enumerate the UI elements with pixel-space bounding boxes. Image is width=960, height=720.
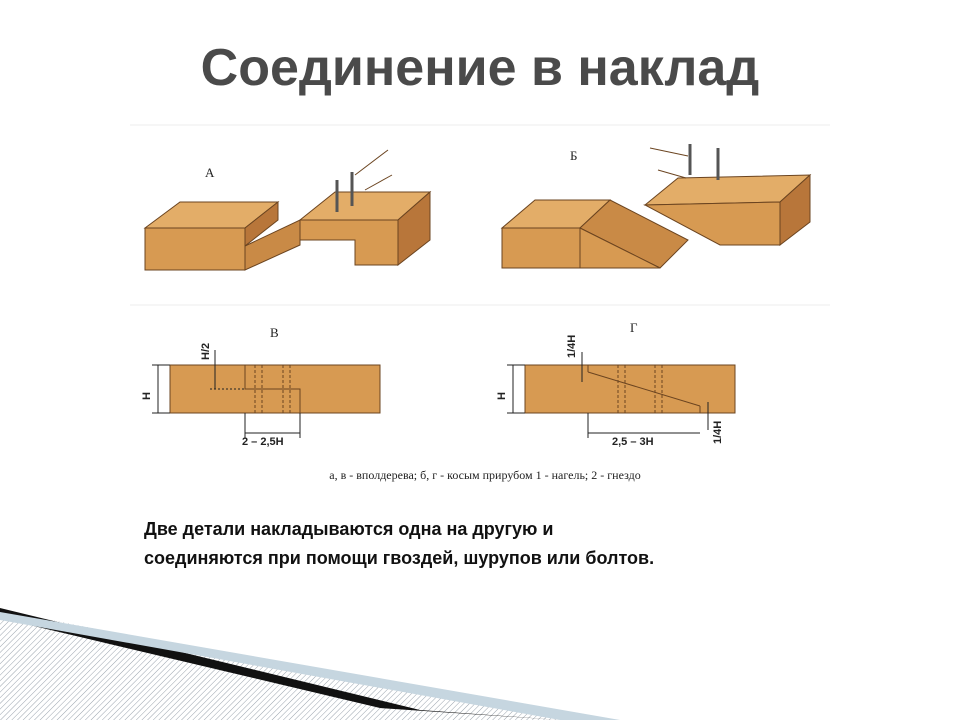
dim-quarter-bottom: 1/4Н [712, 420, 724, 444]
body-line-1: Две детали накладываются одна на другую … [144, 519, 554, 539]
dim-length-g: 2,5 – 3Н [612, 436, 654, 448]
dim-h2: Н/2 [200, 342, 212, 360]
body-text: Две детали накладываются одна на другую … [144, 515, 864, 573]
joint-figure: А Б В Г Н Н/2 2 – 2,5Н Н 1/4Н 2,5 – 3Н 1… [130, 120, 830, 490]
figure-caption: а, в - вполдерева; б, г - косым прирубом… [329, 468, 641, 482]
label-b: Б [570, 148, 578, 163]
dim-length-v: 2 – 2,5Н [242, 436, 284, 448]
dim-h-left: Н [141, 392, 153, 400]
label-v: В [270, 325, 279, 340]
figure-grid [130, 124, 830, 306]
joint-illustration [130, 124, 830, 438]
dim-quarter-top: 1/4Н [566, 334, 578, 358]
joint-b-drawing [500, 144, 812, 269]
joint-g-drawing [507, 352, 736, 438]
joint-v-drawing [152, 350, 381, 438]
dim-h-right: Н [496, 392, 508, 400]
label-a: А [205, 165, 215, 180]
slide-title: Соединение в наклад [200, 39, 760, 97]
body-line-2: соединяются при помощи гвоздей, шурупов … [144, 548, 655, 568]
corner-decoration [0, 608, 620, 720]
label-g: Г [630, 320, 638, 335]
joint-a-drawing [143, 149, 432, 271]
